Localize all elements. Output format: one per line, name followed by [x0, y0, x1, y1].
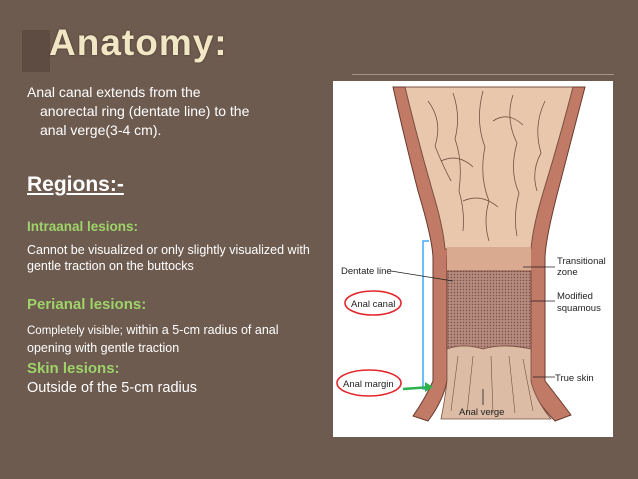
label-modified: Modified — [557, 291, 593, 302]
intro-line-3: anal verge(3-4 cm). — [40, 122, 162, 138]
label-anal-canal: Anal canal — [351, 299, 395, 310]
intraanal-heading: Intraanal lesions: — [27, 219, 139, 234]
anal-canal-illustration: Dentate line Anal canal Anal margin Tran… — [336, 86, 606, 422]
label-dentate-line: Dentate line — [341, 266, 392, 277]
perianal-text: Completely visible; within a 5-cm radius… — [27, 322, 322, 357]
title-divider — [352, 74, 614, 75]
label-zone: zone — [557, 267, 578, 278]
label-anal-verge: Anal verge — [459, 407, 504, 418]
label-true-skin: True skin — [555, 373, 594, 384]
title-accent-bar — [22, 30, 50, 72]
intro-text: Anal canal extends from the anorectal ri… — [27, 83, 327, 140]
intraanal-text: Cannot be visualized or only slightly vi… — [27, 243, 310, 273]
anal-canal-bracket — [422, 240, 429, 390]
label-anal-margin: Anal margin — [343, 379, 394, 390]
slide-title: Anatomy: — [49, 22, 228, 63]
mucosal-folds — [427, 90, 546, 242]
anal-canal-diagram: Dentate line Anal canal Anal margin Tran… — [333, 81, 613, 437]
skin-text: Outside of the 5-cm radius — [27, 380, 198, 396]
anal-margin-circle — [336, 369, 402, 397]
perianal-text-small: Completely visible; — [27, 325, 123, 337]
intro-line-1: Anal canal extends from the — [27, 84, 201, 100]
label-squamous: squamous — [557, 303, 601, 314]
skin-heading: Skin lesions: — [27, 360, 120, 377]
anal-canal-circle — [344, 290, 402, 316]
modified-squamous-zone — [446, 270, 532, 350]
transitional-zone — [447, 247, 531, 271]
intro-line-2: anorectal ring (dentate line) to the — [40, 103, 250, 119]
perianal-text-main: within a 5-cm radius of anal opening wit… — [27, 323, 279, 355]
perianal-heading: Perianal lesions: — [27, 296, 147, 313]
regions-heading: Regions:- — [27, 173, 124, 196]
label-transitional: Transitional — [557, 256, 606, 267]
